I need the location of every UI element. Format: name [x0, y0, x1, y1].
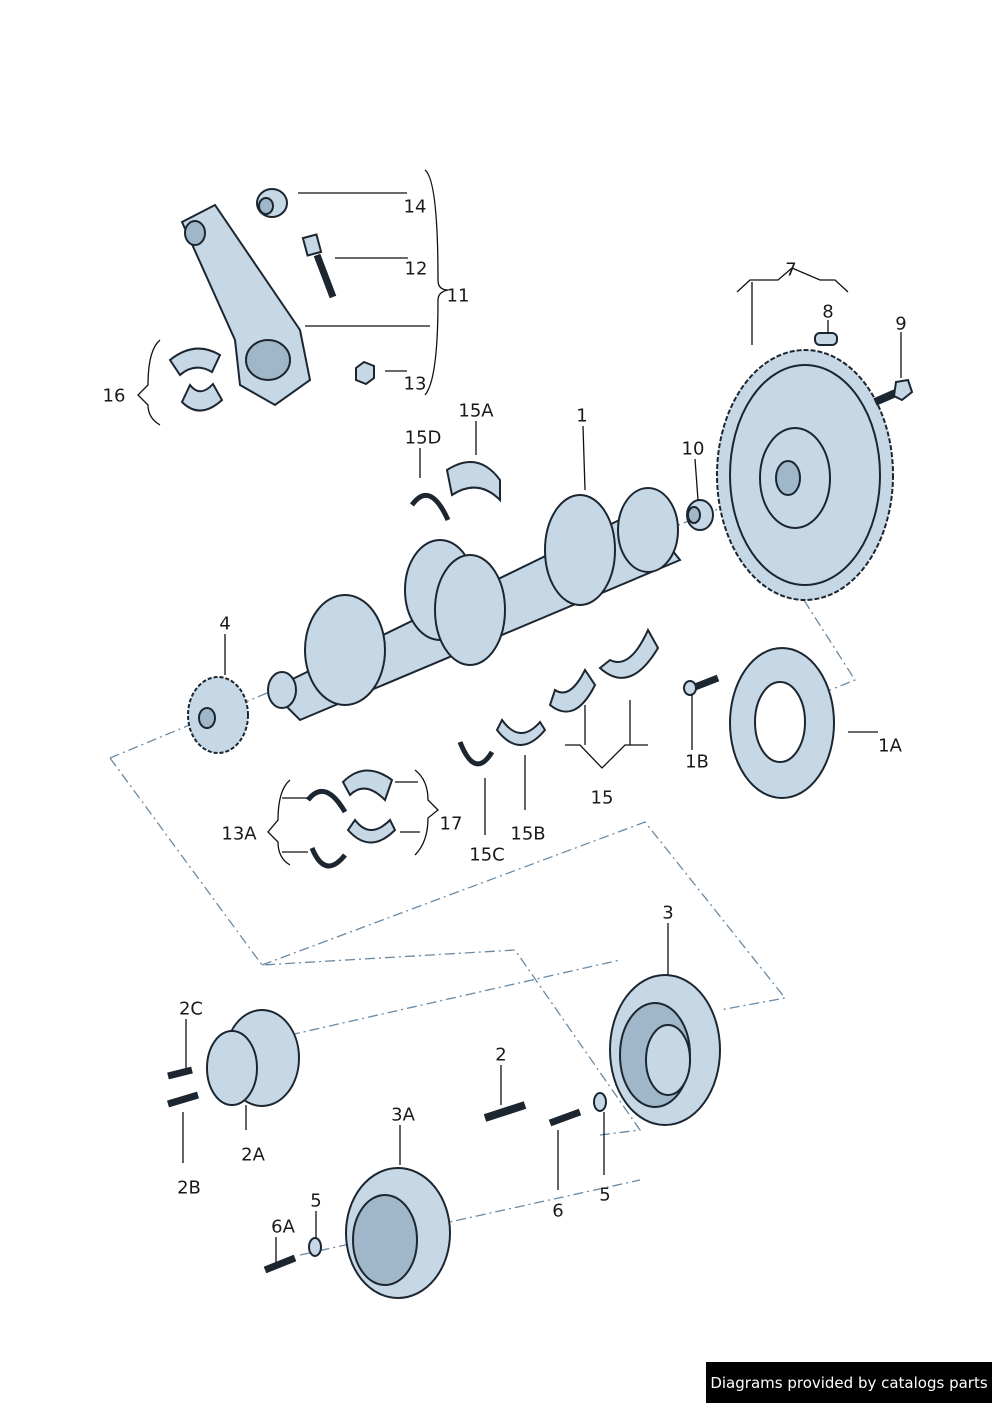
- vibration-damper[interactable]: [609, 974, 721, 1126]
- callout-1A[interactable]: 1A: [878, 735, 902, 757]
- callout-3[interactable]: 3: [662, 902, 674, 924]
- callout-9[interactable]: 9: [895, 313, 907, 335]
- washer-5b[interactable]: [593, 1092, 607, 1112]
- callout-15D[interactable]: 15D: [404, 427, 442, 449]
- callout-3A[interactable]: 3A: [391, 1104, 415, 1126]
- callout-7[interactable]: 7: [785, 259, 797, 281]
- bolt-6A[interactable]: [263, 1254, 297, 1274]
- main-bearing-15A[interactable]: [445, 461, 501, 503]
- leader-lines: [137, 169, 902, 1262]
- callout-15[interactable]: 15: [590, 787, 614, 809]
- thrust-washer-15D[interactable]: [409, 492, 451, 522]
- callout-10[interactable]: 10: [681, 438, 705, 460]
- callout-13[interactable]: 13: [403, 373, 427, 395]
- callout-5-left[interactable]: 5: [310, 1190, 322, 1212]
- crankshaft[interactable]: [267, 487, 682, 722]
- callout-14[interactable]: 14: [403, 196, 427, 218]
- bearing-17-lower[interactable]: [346, 818, 397, 844]
- connecting-rod[interactable]: [180, 203, 312, 407]
- callout-2C[interactable]: 2C: [178, 998, 204, 1020]
- callout-13A[interactable]: 13A: [221, 823, 257, 845]
- thrust-washer-13A-lower[interactable]: [309, 846, 347, 869]
- callout-15B[interactable]: 15B: [510, 823, 546, 845]
- conrod-nut[interactable]: [355, 360, 375, 386]
- callout-8[interactable]: 8: [822, 301, 834, 323]
- callout-6[interactable]: 6: [552, 1200, 564, 1222]
- callout-1B[interactable]: 1B: [685, 751, 709, 773]
- flywheel-bolt[interactable]: [873, 378, 914, 406]
- sender-wheel-bolt[interactable]: [683, 674, 720, 696]
- callout-1[interactable]: 1: [576, 405, 588, 427]
- conrod-bearing-lower[interactable]: [180, 382, 224, 412]
- pulley-3A[interactable]: [345, 1167, 451, 1299]
- crankshaft-gear[interactable]: [187, 676, 249, 754]
- main-bearing-15-b[interactable]: [598, 627, 660, 679]
- callout-5-right[interactable]: 5: [599, 1184, 611, 1206]
- callout-16[interactable]: 16: [102, 385, 126, 407]
- bearing-17-upper[interactable]: [341, 769, 394, 802]
- thrust-washer-13A-upper[interactable]: [306, 788, 348, 814]
- bushing[interactable]: [256, 188, 288, 218]
- conrod-bolt[interactable]: [301, 233, 337, 299]
- flywheel[interactable]: [716, 349, 894, 601]
- callout-15A[interactable]: 15A: [458, 400, 494, 422]
- callout-2A[interactable]: 2A: [241, 1144, 265, 1166]
- conrod-bearing-upper[interactable]: [168, 347, 222, 377]
- thrust-washer-15C[interactable]: [457, 741, 495, 767]
- needle-bearing[interactable]: [686, 499, 714, 531]
- bolt-2B[interactable]: [166, 1091, 200, 1108]
- callout-6A[interactable]: 6A: [271, 1216, 295, 1238]
- washer-5a[interactable]: [308, 1237, 322, 1257]
- hub-2A[interactable]: [206, 1009, 300, 1107]
- attribution-banner: Diagrams provided by catalogs parts: [706, 1362, 992, 1403]
- callout-2[interactable]: 2: [495, 1044, 507, 1066]
- sender-wheel[interactable]: [729, 647, 835, 799]
- callout-12[interactable]: 12: [404, 258, 428, 280]
- main-bearing-15B[interactable]: [495, 718, 547, 746]
- bolt-2[interactable]: [483, 1101, 527, 1122]
- callout-17[interactable]: 17: [439, 813, 463, 835]
- main-bearing-15-a[interactable]: [548, 668, 597, 713]
- callout-11[interactable]: 11: [446, 285, 470, 307]
- callout-2B[interactable]: 2B: [177, 1177, 201, 1199]
- bolt-6[interactable]: [548, 1108, 582, 1127]
- callout-15C[interactable]: 15C: [469, 844, 505, 866]
- dowel-pin[interactable]: [814, 332, 838, 346]
- callout-4[interactable]: 4: [219, 613, 231, 635]
- bolt-2C[interactable]: [167, 1066, 193, 1080]
